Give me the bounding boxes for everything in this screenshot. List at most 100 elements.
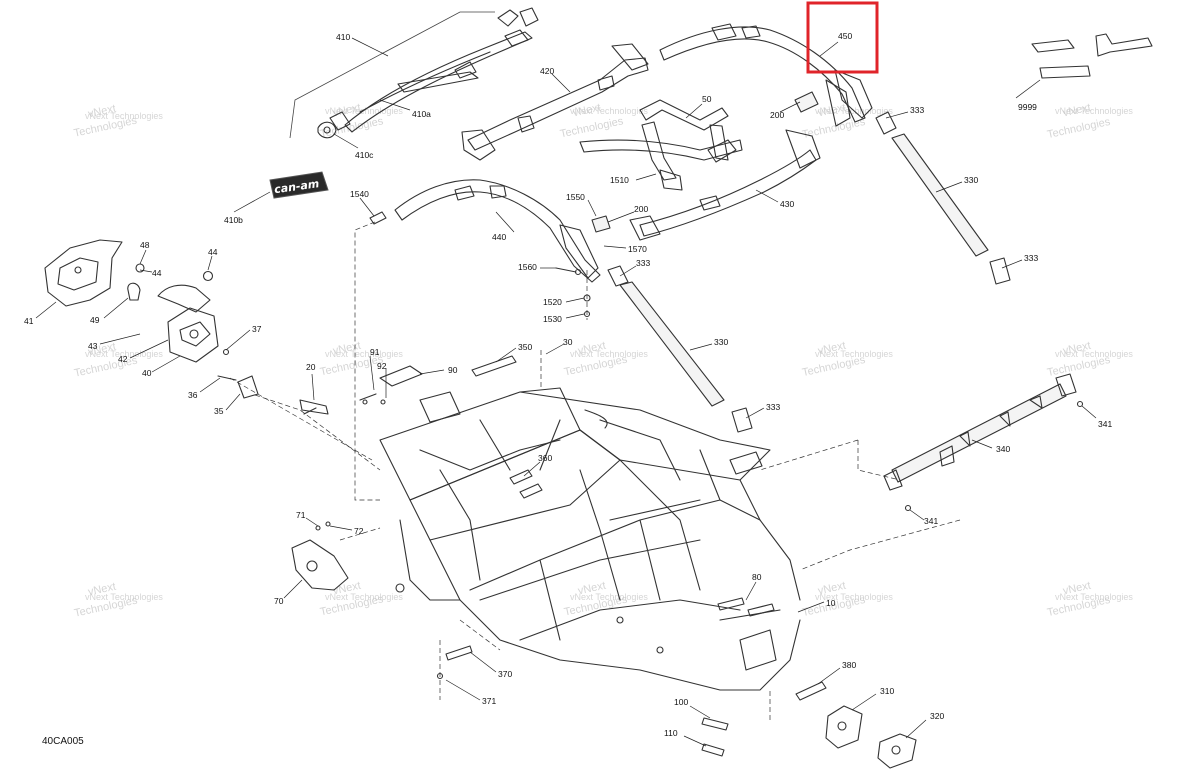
group-bracket-410 [289, 11, 495, 139]
watermark-inline: vNext Technologies [1055, 349, 1133, 359]
callout-36[interactable]: 36 [188, 390, 198, 400]
callout-310[interactable]: 310 [880, 686, 894, 696]
callout-48[interactable]: 48 [140, 240, 150, 250]
watermark-inline: vNext Technologies [1055, 106, 1133, 116]
watermark-line1: vNext [87, 341, 117, 359]
guide-line [459, 619, 501, 651]
skid-plate-41 [44, 239, 123, 307]
callout-371[interactable]: 371 [482, 696, 496, 706]
callout-9999[interactable]: 9999 [1018, 102, 1037, 112]
mount-bracket-70 [291, 521, 349, 591]
sleeve-200 [794, 91, 819, 113]
callout-41[interactable]: 41 [24, 316, 34, 326]
leader-line [129, 339, 169, 359]
callout-410b[interactable]: 410b [224, 215, 243, 225]
callout-80[interactable]: 80 [752, 572, 762, 582]
callout-333-center-top[interactable]: 333 [636, 258, 650, 268]
roof-bar-410 [317, 7, 539, 139]
can-am-logo-badge: can-am [269, 171, 329, 199]
callout-1560[interactable]: 1560 [518, 262, 537, 272]
callout-380[interactable]: 380 [842, 660, 856, 670]
highlight-box-450[interactable] [806, 1, 879, 74]
leader-line [351, 37, 389, 57]
callout-42[interactable]: 42 [118, 354, 128, 364]
callout-420[interactable]: 420 [540, 66, 554, 76]
callout-1540[interactable]: 1540 [350, 189, 369, 199]
leader-line [797, 601, 825, 613]
callout-1550[interactable]: 1550 [566, 192, 585, 202]
callout-430[interactable]: 430 [780, 199, 794, 209]
callout-333-right-bottom[interactable]: 333 [1024, 253, 1038, 263]
callout-1510[interactable]: 1510 [610, 175, 629, 185]
callout-350[interactable]: 350 [518, 342, 532, 352]
watermark-line2: Technologies [559, 115, 625, 140]
guide-line [759, 439, 859, 471]
callout-410[interactable]: 410 [336, 32, 350, 42]
callout-440[interactable]: 440 [492, 232, 506, 242]
rod-380 [795, 681, 827, 701]
leader-line [139, 269, 153, 273]
callout-1520[interactable]: 1520 [543, 297, 562, 307]
callout-20[interactable]: 20 [306, 362, 316, 372]
callout-91[interactable]: 91 [370, 347, 380, 357]
callout-92[interactable]: 92 [377, 361, 387, 371]
callout-200-upper[interactable]: 200 [770, 110, 784, 120]
callout-341-left[interactable]: 341 [924, 516, 938, 526]
diagram-code: 40CA005 [42, 736, 84, 747]
leader-line [369, 355, 375, 391]
part-drawings: can-am [44, 7, 1153, 769]
callout-72[interactable]: 72 [354, 526, 364, 536]
callout-341-right[interactable]: 341 [1098, 419, 1112, 429]
callout-1570[interactable]: 1570 [628, 244, 647, 254]
callout-410c[interactable]: 410c [355, 150, 374, 160]
leader-line [885, 111, 909, 119]
callout-320[interactable]: 320 [930, 711, 944, 721]
callout-340[interactable]: 340 [996, 444, 1010, 454]
callout-333-center-bottom[interactable]: 333 [766, 402, 780, 412]
callout-10[interactable]: 10 [826, 598, 836, 608]
callout-200-lower[interactable]: 200 [634, 204, 648, 214]
callout-44-left[interactable]: 44 [152, 268, 162, 278]
callout-360[interactable]: 360 [538, 453, 552, 463]
leader-line [469, 651, 497, 673]
leader-line [103, 297, 129, 319]
callout-100[interactable]: 100 [674, 697, 688, 707]
callout-1530[interactable]: 1530 [543, 314, 562, 324]
callout-43[interactable]: 43 [88, 341, 98, 351]
callout-410a[interactable]: 410a [412, 109, 431, 119]
callout-labels: 410 410a 410c 410b 420 450 50 200 333 15… [24, 31, 1112, 738]
callout-49[interactable]: 49 [90, 315, 100, 325]
callout-44-right[interactable]: 44 [208, 247, 218, 257]
callout-37[interactable]: 37 [252, 324, 262, 334]
callout-370[interactable]: 370 [498, 669, 512, 679]
watermark-line1: vNext [87, 581, 117, 599]
callout-35[interactable]: 35 [214, 406, 224, 416]
guide-line [354, 221, 380, 501]
support-tube-330-center [607, 265, 753, 433]
callout-30[interactable]: 30 [563, 337, 573, 347]
watermark-line2: Technologies [801, 116, 867, 141]
leader-line [1081, 405, 1097, 419]
callout-70[interactable]: 70 [274, 596, 284, 606]
callout-110[interactable]: 110 [664, 728, 678, 738]
strap-350 [471, 355, 517, 377]
leader-line [565, 297, 585, 303]
watermark-line1: vNext [332, 102, 362, 120]
plate-310 [825, 705, 863, 749]
watermark-line1: vNext [87, 103, 117, 121]
watermark: vNext Technologies [559, 102, 625, 141]
callout-333-upper[interactable]: 333 [910, 105, 924, 115]
watermark-inline: vNext Technologies [85, 111, 163, 121]
callout-450[interactable]: 450 [838, 31, 852, 41]
callout-40[interactable]: 40 [142, 368, 152, 378]
leader-line [683, 735, 707, 747]
callout-330-right[interactable]: 330 [964, 175, 978, 185]
leader-line [851, 693, 877, 711]
callout-90[interactable]: 90 [448, 365, 458, 375]
callout-50[interactable]: 50 [702, 94, 712, 104]
watermark: vNext Technologies [1046, 102, 1112, 141]
callout-330-center[interactable]: 330 [714, 337, 728, 347]
cross-tube-340 [883, 373, 1077, 491]
callout-71[interactable]: 71 [296, 510, 306, 520]
watermark-line1: vNext [577, 340, 607, 358]
